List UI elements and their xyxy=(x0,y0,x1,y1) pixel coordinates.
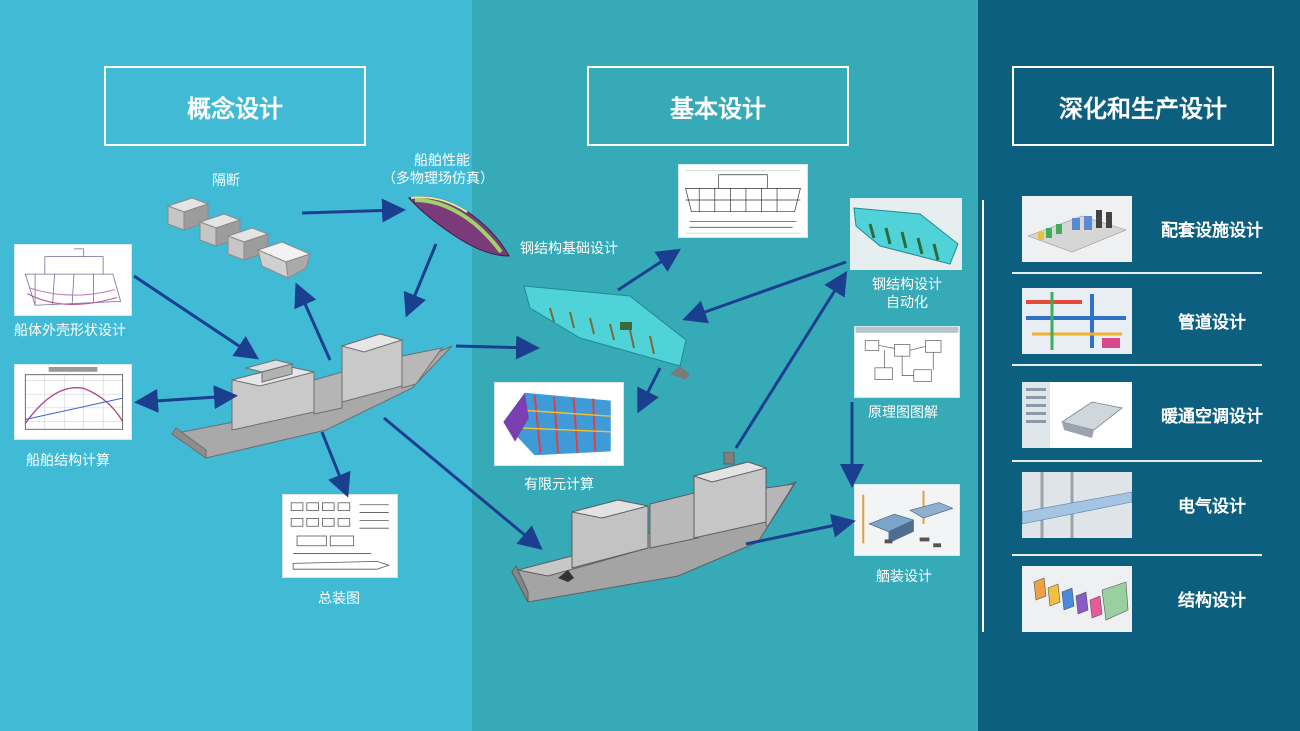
hull-performance-simulation-icon xyxy=(408,196,510,257)
steel-structure-hull-model-icon xyxy=(523,285,690,380)
detail-design-header: 深化和生产设计 xyxy=(1012,66,1274,146)
basic-design-header: 基本设计 xyxy=(587,66,849,146)
detail-item-piping: 管道设计 xyxy=(1012,282,1262,362)
general-arrangement-image xyxy=(282,494,398,578)
detail-item-label: 电气设计 xyxy=(1178,497,1246,517)
steel-auto-design-model-icon xyxy=(850,198,962,270)
schematic-diagram-image xyxy=(854,326,960,398)
detail-item-electrical: 电气设计 xyxy=(1012,466,1262,546)
hull-shape-design-image xyxy=(14,244,132,316)
detail-separator xyxy=(1012,554,1262,556)
fea-label: 有限元计算 xyxy=(524,477,594,493)
schematic-label: 原理图图解 xyxy=(868,405,938,421)
outfitting-design-image xyxy=(854,484,960,556)
steel-auto-design-label-2: 自动化 xyxy=(886,295,928,311)
detail-item-label: 结构设计 xyxy=(1178,591,1246,611)
multiphysics-simulation-label: （多物理场仿真） xyxy=(382,171,494,187)
detail-separator xyxy=(1012,272,1262,274)
steel-structure-drawing-image xyxy=(678,164,808,238)
structure-model-icon xyxy=(1022,566,1132,632)
concept-ship-model-icon xyxy=(170,333,453,459)
detail-item-structure: 结构设计 xyxy=(1012,560,1262,640)
detail-vertical-divider xyxy=(982,200,984,632)
equipment-model-icon xyxy=(1022,196,1132,262)
detail-item-label: 管道设计 xyxy=(1178,313,1246,333)
steel-auto-design-label-1: 钢结构设计 xyxy=(872,277,942,293)
ship-structure-calc-label: 船舶结构计算 xyxy=(26,453,110,469)
hull-shape-design-label: 船体外壳形状设计 xyxy=(14,323,126,339)
righting-arm-curve-image xyxy=(14,364,132,440)
hvac-model-icon xyxy=(1022,382,1132,448)
detail-item-label: 配套设施设计 xyxy=(1161,221,1263,241)
steel-basic-design-label: 钢结构基础设计 xyxy=(520,241,618,257)
detail-item-hvac: 暖通空调设计 xyxy=(1012,376,1263,456)
detail-item-label: 暖通空调设计 xyxy=(1161,407,1263,427)
bulkhead-label: 隔断 xyxy=(212,173,240,189)
piping-model-icon xyxy=(1022,288,1132,354)
concept-design-header: 概念设计 xyxy=(104,66,366,146)
detail-item-equipment: 配套设施设计 xyxy=(1012,190,1263,270)
bulkhead-blocks-icon xyxy=(166,197,312,279)
electrical-model-icon xyxy=(1022,472,1132,538)
detail-separator xyxy=(1012,460,1262,462)
detail-separator xyxy=(1012,364,1262,366)
ship-performance-label: 船舶性能 xyxy=(414,153,470,169)
outfitting-label: 舾装设计 xyxy=(876,569,932,585)
basic-ship-model-icon xyxy=(511,452,798,603)
general-arrangement-label: 总装图 xyxy=(318,591,360,607)
